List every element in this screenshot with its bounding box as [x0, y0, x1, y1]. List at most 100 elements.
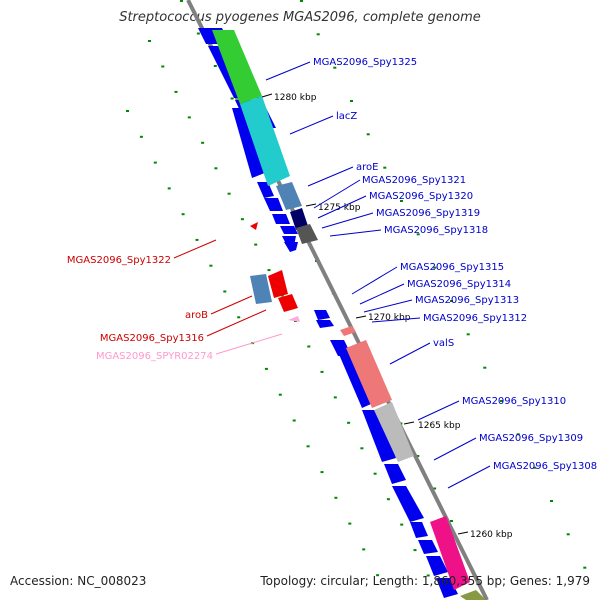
guide-dot — [126, 110, 129, 112]
guide-dot — [187, 116, 191, 119]
gene-label[interactable]: valS — [433, 338, 454, 349]
guide-dot — [533, 466, 537, 469]
guide-dot — [366, 133, 370, 136]
leader-line — [351, 266, 398, 295]
gene-label[interactable]: lacZ — [336, 111, 357, 122]
leader-line — [206, 309, 267, 337]
gene-label[interactable]: MGAS2096_Spy1314 — [407, 279, 511, 290]
guide-dot — [483, 366, 487, 369]
guide-dot — [383, 166, 387, 169]
gene-arrow-red — [278, 294, 298, 312]
guide-dot — [426, 574, 430, 577]
guide-dot — [148, 40, 151, 42]
gene-arrow — [284, 242, 298, 252]
tick-label: 1280 kbp — [274, 93, 317, 103]
leader-line — [321, 212, 374, 229]
tick-label: 1270 kbp — [368, 313, 411, 323]
guide-dot — [237, 316, 241, 319]
guide-dot — [320, 370, 324, 373]
guide-dot — [347, 421, 351, 424]
guide-dot — [306, 445, 310, 448]
guide-dot — [240, 218, 244, 221]
gene-label[interactable]: MGAS2096_Spy1312 — [423, 313, 527, 324]
track-steelblue — [276, 182, 302, 210]
guide-dot — [278, 393, 282, 396]
leader-line — [210, 295, 253, 315]
gene-arrow — [316, 320, 334, 328]
gene-label[interactable]: aroE — [356, 162, 378, 173]
leader-line — [447, 465, 491, 489]
tick-label: 1260 kbp — [470, 530, 513, 540]
guide-dot — [292, 419, 296, 422]
gene-label[interactable]: MGAS2096_Spy1320 — [369, 191, 473, 202]
track-gray — [296, 224, 318, 244]
leader-line — [317, 195, 367, 219]
gene-arrow — [272, 214, 290, 224]
tick-1270 — [355, 315, 367, 319]
guide-dot — [223, 290, 227, 293]
gene-label[interactable]: MGAS2096_Spy1309 — [479, 433, 583, 444]
guide-dot — [450, 300, 453, 302]
guide-dot — [566, 533, 570, 536]
guide-dot — [307, 345, 311, 348]
gene-label[interactable]: MGAS2096_Spy1325 — [313, 57, 417, 68]
map-title: Streptococcus pyogenes MGAS2096, complet… — [119, 10, 481, 25]
leader-line — [173, 239, 217, 259]
guide-dot — [195, 238, 199, 241]
leader-line — [417, 400, 460, 421]
guide-dot — [201, 141, 205, 144]
gene-label[interactable]: MGAS2096_Spy1310 — [462, 396, 566, 407]
tick-1280 — [261, 93, 273, 98]
reverse-strand-features — [250, 222, 300, 322]
guide-dot — [362, 548, 366, 551]
gene-label[interactable]: MGAS2096_Spy1319 — [376, 208, 480, 219]
guide-dot — [416, 233, 420, 236]
guide-dot — [333, 396, 337, 399]
gene-label[interactable]: MGAS2096_Spy1308 — [493, 461, 597, 472]
leader-line — [329, 229, 382, 237]
leader-line — [289, 115, 334, 135]
guide-dot — [400, 523, 404, 526]
guide-dot — [350, 100, 353, 102]
left-gene-labels: MGAS2096_Spy1322 aroB MGAS2096_Spy1316 M… — [67, 239, 283, 362]
gene-label[interactable]: MGAS2096_Spy1313 — [415, 295, 519, 306]
genome-summary-text: Topology: circular; Length: 1,860,355 bp… — [260, 574, 590, 588]
gene-arrow — [392, 486, 424, 522]
gene-arrow — [384, 464, 406, 484]
guide-dot — [433, 487, 437, 490]
gene-arrow — [264, 198, 283, 211]
guide-dot — [433, 266, 437, 269]
gene-arrow — [362, 410, 396, 462]
guide-dot — [583, 566, 587, 569]
gene-label[interactable]: MGAS2096_SPYR02274 — [96, 351, 213, 362]
guide-dot — [254, 243, 258, 246]
guide-dot — [174, 90, 178, 93]
guide-dot — [550, 500, 553, 502]
track-cyan — [240, 96, 290, 186]
gene-label[interactable]: MGAS2096_Spy1322 — [67, 255, 171, 266]
guide-dot — [300, 0, 303, 2]
tick-label: 1265 kbp — [418, 421, 461, 431]
guide-dot — [373, 472, 377, 475]
guide-dot — [334, 496, 338, 499]
guide-dot — [267, 269, 271, 272]
gene-arrow-pink — [288, 316, 300, 322]
guide-dot — [360, 447, 364, 450]
gene-label[interactable]: aroB — [185, 310, 208, 321]
leader-line — [313, 179, 361, 209]
guide-dot — [181, 213, 185, 216]
gene-label[interactable]: MGAS2096_Spy1321 — [362, 175, 466, 186]
guide-dot — [320, 471, 324, 474]
leader-line — [307, 166, 354, 187]
leader-line — [389, 342, 431, 365]
track-silver — [374, 402, 414, 462]
gene-arrow — [418, 540, 438, 554]
gene-label[interactable]: MGAS2096_Spy1315 — [400, 262, 504, 273]
guide-dot — [161, 65, 165, 68]
feature-tracks — [212, 30, 486, 600]
tick-1265 — [403, 421, 415, 425]
gene-label[interactable]: MGAS2096_Spy1316 — [100, 333, 204, 344]
guide-dot — [264, 367, 268, 370]
gene-label[interactable]: MGAS2096_Spy1318 — [384, 225, 488, 236]
